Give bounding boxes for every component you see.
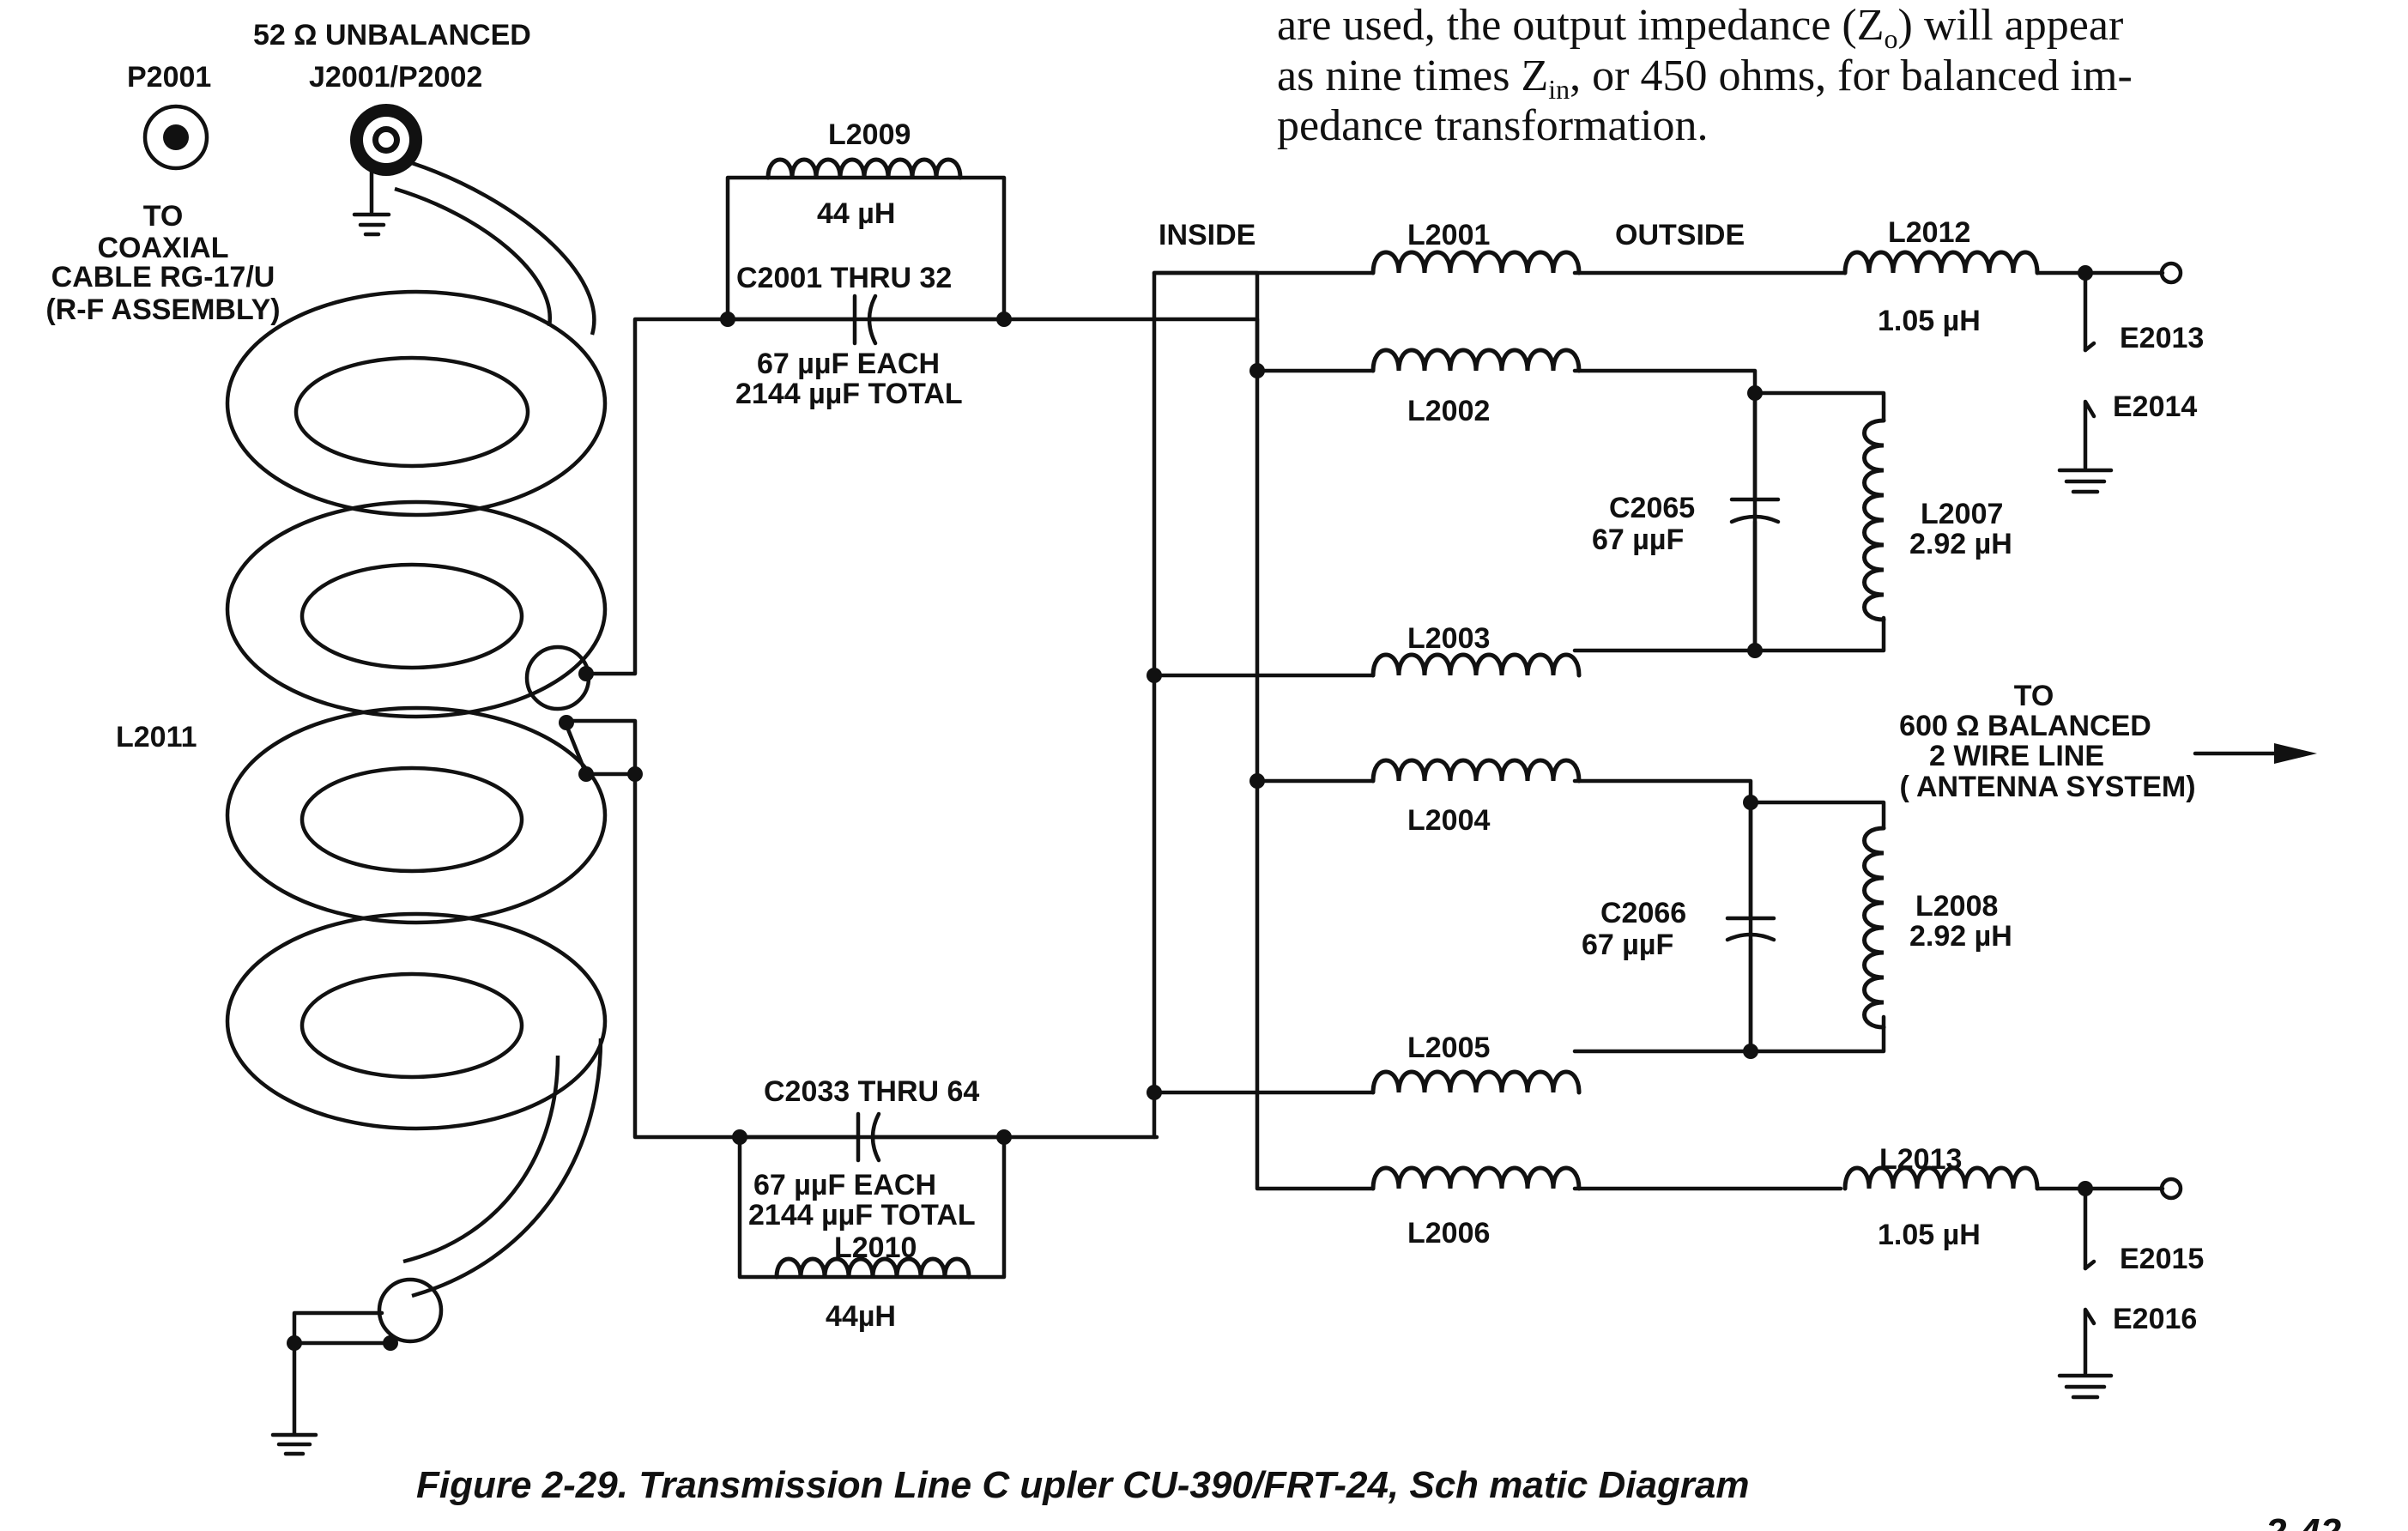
- j2001-connector: [350, 104, 422, 176]
- l2009-inductor-icon: [765, 157, 963, 180]
- c2065-capacitor-icon: [1729, 497, 1781, 524]
- c2001-value-2: 2144 µµF TOTAL: [735, 378, 963, 410]
- l2006-inductor-icon: [1370, 1165, 1582, 1191]
- p2001-label: P2001: [127, 61, 211, 94]
- l2007-inductor-icon: [1862, 418, 1886, 622]
- l2004-inductor-icon: [1370, 758, 1582, 784]
- c2001-capacitor-icon: [725, 293, 1007, 346]
- coax-label-2: CABLE RG-17/U: [51, 261, 275, 293]
- output-line-3: ( ANTENNA SYSTEM): [1899, 771, 2195, 803]
- l2008-inductor-icon: [1862, 826, 1886, 1030]
- e2015-label: E2015: [2120, 1243, 2204, 1275]
- l2008-label: L2008: [1915, 890, 1998, 923]
- l2013-label: L2013: [1879, 1143, 1962, 1176]
- inside-label: INSIDE: [1159, 219, 1255, 251]
- c2066-capacitor-icon: [1725, 916, 1776, 942]
- ground-icon-bottom: [270, 1343, 318, 1456]
- output-line-1: 600 Ω BALANCED: [1899, 710, 2151, 742]
- l2001-inductor-icon: [1370, 250, 1582, 275]
- l2001-label: L2001: [1407, 219, 1490, 251]
- c2001-label: C2001 THRU 32: [736, 262, 952, 294]
- c2033-label: C2033 THRU 64: [764, 1075, 979, 1108]
- body-text-line-1: are used, the output impedance (Zo) will…: [1277, 1, 2123, 54]
- l2013-inductor-icon: [1842, 1165, 2040, 1191]
- e2013-label: E2013: [2120, 322, 2204, 354]
- body-text-line-3: pedance transformation.: [1277, 101, 1708, 150]
- e2016-label: E2016: [2113, 1303, 2197, 1335]
- c2033-value-1: 67 µµF EACH: [753, 1169, 936, 1201]
- l2006-label: L2006: [1407, 1217, 1490, 1250]
- l2010-label: L2010: [834, 1231, 917, 1264]
- ground-icon-j2001: [352, 169, 391, 237]
- c2065-value: 67 µµF: [1592, 523, 1684, 556]
- l2002-inductor-icon: [1370, 348, 1582, 373]
- l2012-label: L2012: [1888, 216, 1970, 249]
- page-number: 2-42: [2265, 1511, 2342, 1531]
- to-label: TO: [143, 200, 184, 233]
- l2012-value: 1.05 µH: [1878, 305, 1981, 337]
- c2001-value-1: 67 µµF EACH: [757, 348, 940, 380]
- l2013-value: 1.05 µH: [1878, 1219, 1981, 1251]
- body-text-line-2: as nine times Zin, or 450 ohms, for bala…: [1277, 51, 2133, 105]
- l2003-label: L2003: [1407, 622, 1490, 655]
- l2010-value: 44µH: [826, 1300, 896, 1333]
- l2007-label: L2007: [1921, 498, 2003, 530]
- c2033-value-2: 2144 µµF TOTAL: [748, 1199, 976, 1231]
- l2012-inductor-icon: [1842, 250, 2040, 275]
- l2008-value: 2.92 µH: [1909, 920, 2012, 953]
- l2009-value: 44 µH: [817, 197, 895, 230]
- l2003-inductor-icon: [1370, 652, 1582, 678]
- l2010-inductor-icon: [774, 1256, 971, 1280]
- l2004-label: L2004: [1407, 804, 1490, 837]
- coax-label-1: COAXIAL: [98, 232, 229, 264]
- l2009-label: L2009: [828, 118, 911, 151]
- body-text: are used, the output impedance (Zo) will…: [1277, 1, 2133, 150]
- l2005-label: L2005: [1407, 1032, 1490, 1064]
- e2014-label: E2014: [2113, 390, 2197, 423]
- output-line-2: 2 WIRE LINE: [1929, 740, 2104, 772]
- p2001-connector: [142, 104, 209, 171]
- figure-caption: Figure 2-29. Transmission Line C upler C…: [416, 1464, 1750, 1506]
- unbalanced-label: 52 Ω UNBALANCED: [253, 19, 531, 51]
- l2002-label: L2002: [1407, 395, 1490, 427]
- j2001-label: J2001/P2002: [309, 61, 482, 94]
- c2065-label: C2065: [1609, 492, 1695, 524]
- l2007-value: 2.92 µH: [1909, 528, 2012, 560]
- outside-label: OUTSIDE: [1615, 219, 1745, 251]
- l2011-coaxial-coil: [225, 160, 608, 1344]
- c2066-label: C2066: [1600, 897, 1686, 929]
- junction-dots: [287, 261, 2183, 1351]
- output-to-label: TO: [2014, 680, 2054, 712]
- l2011-label: L2011: [116, 721, 197, 753]
- c2033-capacitor-icon: [737, 1111, 1007, 1163]
- c2066-value: 67 µµF: [1582, 929, 1673, 961]
- coax-label-3: (R-F ASSEMBLY): [45, 293, 280, 326]
- l2005-inductor-icon: [1370, 1069, 1582, 1095]
